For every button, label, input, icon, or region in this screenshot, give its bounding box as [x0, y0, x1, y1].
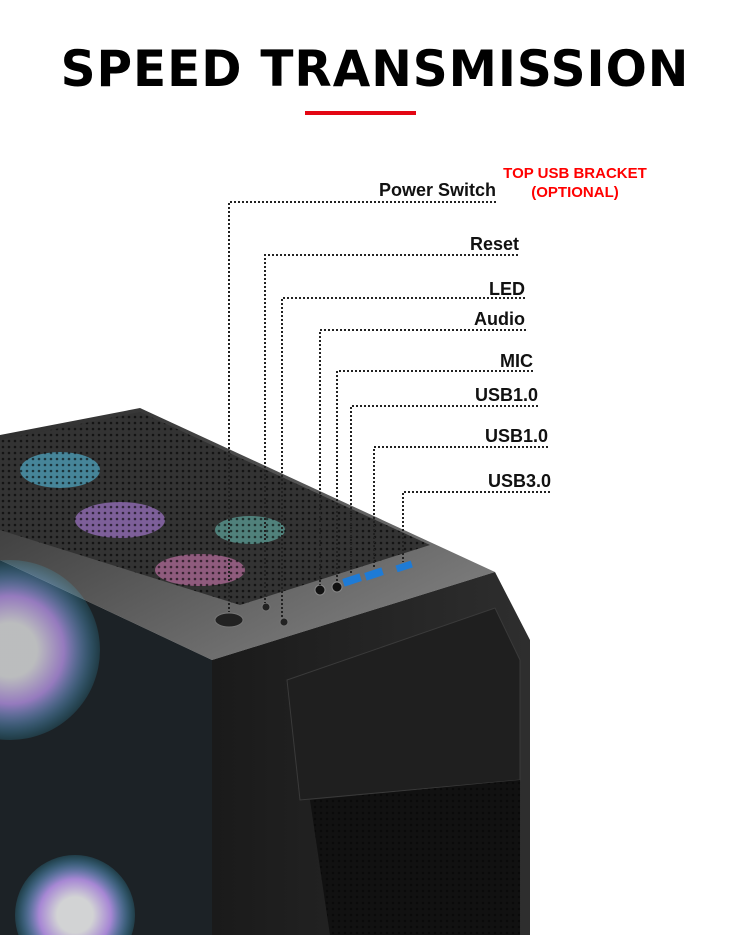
usb-port-2 — [364, 567, 384, 581]
callout-mic: MIC — [500, 351, 533, 371]
callout-led: LED — [489, 279, 525, 299]
bracket-note: TOP USB BRACKET (OPTIONAL) — [490, 164, 660, 202]
callout-usb1-a: USB1.0 — [474, 385, 538, 405]
audio-port — [314, 584, 326, 596]
usb-port-1 — [342, 573, 362, 587]
callout-reset: Reset — [469, 234, 519, 254]
title-underline — [305, 111, 416, 115]
mic-port — [331, 581, 343, 593]
bracket-note-line1: TOP USB BRACKET — [503, 165, 647, 182]
callout-lines — [228, 201, 550, 618]
callout-usb1-b: USB1.0 — [484, 426, 548, 446]
bracket-note-line2: (OPTIONAL) — [531, 184, 619, 201]
callout-usb3: USB3.0 — [487, 471, 551, 491]
reset-button — [261, 602, 271, 612]
led-indicator — [279, 617, 289, 627]
callout-audio: Audio — [474, 309, 525, 329]
page-title: SPEED TRANSMISSION — [60, 40, 690, 98]
power-button — [214, 612, 244, 628]
usb3-port — [395, 560, 413, 573]
callout-power-switch: Power Switch — [378, 180, 496, 200]
